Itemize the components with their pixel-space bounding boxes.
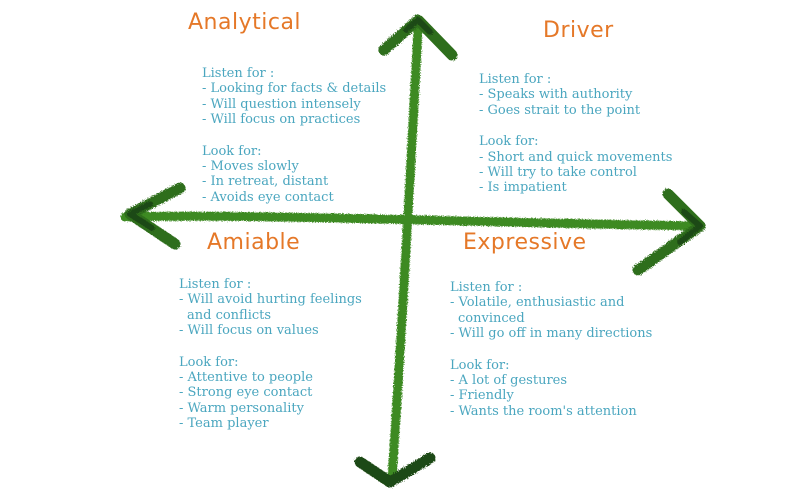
list-item: - Moves slowly: [202, 159, 299, 175]
list-item: convinced: [458, 310, 525, 326]
horizontal-axis-line: [120, 211, 700, 231]
expressive-look-heading: Look for:: [450, 357, 510, 373]
list-item: - Will go off in many directions: [450, 326, 653, 342]
list-item: - Looking for facts & details: [202, 81, 387, 97]
list-item: - Short and quick movements: [479, 149, 673, 165]
driver-listen-heading: Listen for :: [479, 72, 552, 87]
top-arrowhead-tip: [403, 17, 433, 35]
list-item: - A lot of gestures: [450, 373, 568, 389]
list-item: - Is impatient: [479, 180, 567, 196]
list-item: - Strong eye contact: [179, 385, 313, 401]
list-item: - Friendly: [450, 388, 514, 404]
driver-text: Listen for : - Speaks with authority - G…: [479, 72, 672, 196]
driver-look-heading: Look for:: [479, 134, 539, 150]
vertical-axis-line: [387, 25, 423, 483]
list-item: - Wants the room's attention: [450, 403, 637, 419]
list-item: - Avoids eye contact: [202, 189, 334, 205]
expressive-text: Listen for : - Volatile, enthusiastic an…: [450, 280, 652, 419]
amiable-listen-heading: Listen for :: [179, 277, 252, 292]
list-item: - Will try to take control: [479, 165, 637, 181]
driver-listen-list: - Speaks with authority - Goes strait to…: [479, 87, 672, 118]
expressive-title: Expressive: [463, 230, 587, 255]
list-item: - Goes strait to the point: [479, 102, 641, 118]
analytical-listen-heading: Listen for :: [202, 66, 275, 81]
expressive-look-list: - A lot of gestures - Friendly - Wants t…: [450, 373, 652, 419]
analytical-text: Listen for : - Looking for facts & detai…: [202, 66, 386, 205]
list-item: - Volatile, enthusiastic and: [450, 295, 625, 311]
list-item: - Team player: [179, 416, 269, 432]
amiable-look-heading: Look for:: [179, 354, 239, 370]
right-arrowhead-tip: [677, 209, 703, 245]
analytical-look-list: - Moves slowly - In retreat, distant - A…: [202, 159, 386, 205]
expressive-listen-heading: Listen for :: [450, 280, 523, 295]
list-item: - Will avoid hurting feelings: [179, 292, 362, 308]
amiable-text: Listen for : - Will avoid hurting feelin…: [179, 277, 362, 432]
amiable-look-list: - Attentive to people - Strong eye conta…: [179, 370, 362, 432]
analytical-title: Analytical: [188, 10, 302, 35]
list-item: - Warm personality: [179, 400, 304, 416]
driver-look-list: - Short and quick movements - Will try t…: [479, 150, 672, 196]
amiable-title: Amiable: [207, 230, 301, 255]
expressive-listen-list: - Volatile, enthusiastic and convinced -…: [450, 295, 652, 341]
amiable-listen-list: - Will avoid hurting feelings and confli…: [179, 292, 362, 338]
list-item: - Will focus on practices: [202, 112, 361, 128]
bottom-arrowhead: [354, 452, 436, 488]
list-item: - Will focus on values: [179, 323, 319, 339]
list-item: - Will question intensely: [202, 96, 361, 112]
list-item: - Attentive to people: [179, 370, 313, 386]
list-item: - Speaks with authority: [479, 87, 633, 103]
driver-title: Driver: [543, 18, 614, 43]
list-item: and conflicts: [187, 307, 272, 323]
left-arrowhead-tip: [127, 201, 155, 231]
list-item: - In retreat, distant: [202, 174, 329, 190]
analytical-look-heading: Look for:: [202, 143, 262, 159]
analytical-listen-list: - Looking for facts & details - Will que…: [202, 81, 386, 127]
